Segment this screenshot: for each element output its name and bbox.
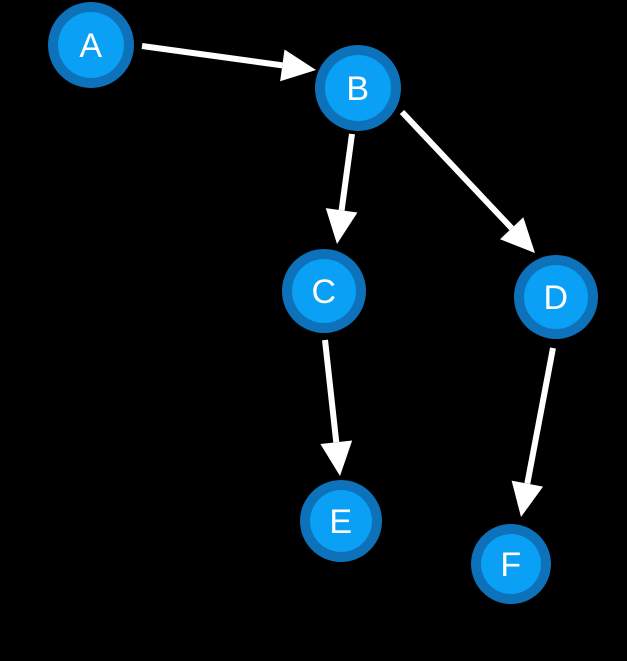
node-fill [524, 265, 588, 329]
graph-node-f[interactable]: F [471, 524, 551, 604]
graph-node-c[interactable]: C [282, 249, 366, 333]
arrowhead-icon [325, 208, 358, 244]
graph-edge-d-to-f[interactable] [511, 347, 556, 517]
edge-shaft [141, 43, 283, 69]
node-label: F [500, 546, 521, 584]
node-label: B [346, 70, 369, 108]
graph-node-a[interactable]: A [48, 2, 134, 88]
nodes-layer: A B C D E F [48, 2, 598, 604]
node-label: A [79, 27, 102, 65]
arrowhead-icon [500, 217, 535, 253]
graph-node-d[interactable]: D [514, 255, 598, 339]
node-fill [292, 259, 356, 323]
edge-shaft [322, 339, 340, 443]
arrowhead-icon [320, 440, 353, 476]
edges-layer [141, 43, 556, 517]
graph-edge-b-to-d[interactable] [399, 109, 535, 253]
node-label: C [311, 273, 336, 311]
edge-shaft [524, 347, 556, 485]
graph-node-b[interactable]: B [315, 45, 401, 131]
graph-edge-c-to-e[interactable] [320, 339, 353, 476]
node-fill [325, 55, 391, 121]
node-label: D [543, 279, 568, 317]
node-fill [58, 12, 124, 78]
edge-shaft [338, 133, 355, 211]
graph-edge-a-to-b[interactable] [141, 43, 316, 82]
edge-shaft [399, 109, 514, 231]
graph-node-e[interactable]: E [300, 480, 382, 562]
node-fill [310, 490, 372, 552]
node-fill [481, 534, 541, 594]
arrowhead-icon [280, 49, 316, 82]
arrowhead-icon [511, 480, 544, 517]
node-label: E [329, 503, 352, 541]
graph-edge-b-to-c[interactable] [325, 133, 358, 244]
